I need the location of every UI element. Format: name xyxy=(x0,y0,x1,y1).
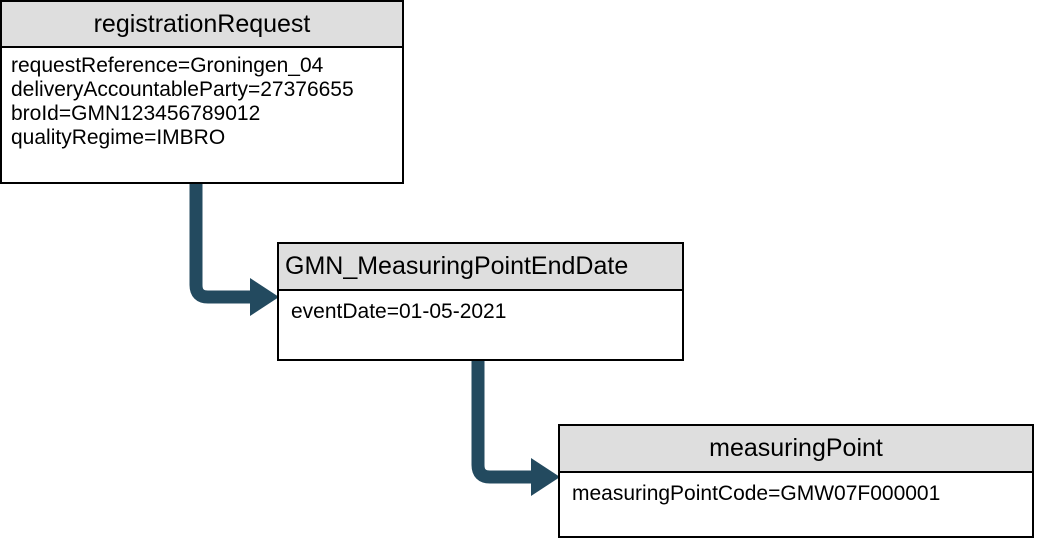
attribute-line: qualityRegime=IMBRO xyxy=(11,126,226,149)
arrowhead-icon xyxy=(250,278,279,316)
connector-line xyxy=(189,182,252,304)
object-attributes-registration-request: requestReference=Groningen_04 deliveryAc… xyxy=(2,48,402,182)
attribute-line: eventDate=01-05-2021 xyxy=(291,300,507,323)
connector-enddate-to-measuringpoint xyxy=(471,361,560,496)
object-box-measuring-point[interactable]: measuringPoint measuringPointCode=GMW07F… xyxy=(558,424,1034,538)
object-title-measuring-point-end-date: GMN_MeasuringPointEndDate xyxy=(279,244,682,291)
connector-request-to-enddate xyxy=(189,182,279,316)
object-title-measuring-point: measuringPoint xyxy=(560,426,1032,473)
attribute-line: broId=GMN123456789012 xyxy=(11,102,261,125)
object-box-measuring-point-end-date[interactable]: GMN_MeasuringPointEndDate eventDate=01-0… xyxy=(277,242,684,361)
attribute-line: measuringPointCode=GMW07F000001 xyxy=(572,482,941,505)
arrowhead-icon xyxy=(531,458,560,496)
attribute-line: deliveryAccountableParty=27376655 xyxy=(11,78,354,101)
object-box-registration-request[interactable]: registrationRequest requestReference=Gro… xyxy=(0,0,404,184)
attribute-line: requestReference=Groningen_04 xyxy=(11,54,324,77)
object-attributes-measuring-point-end-date: eventDate=01-05-2021 xyxy=(279,291,682,359)
object-title-registration-request: registrationRequest xyxy=(2,2,402,48)
object-attributes-measuring-point: measuringPointCode=GMW07F000001 xyxy=(560,473,1032,536)
connector-line xyxy=(471,361,533,484)
